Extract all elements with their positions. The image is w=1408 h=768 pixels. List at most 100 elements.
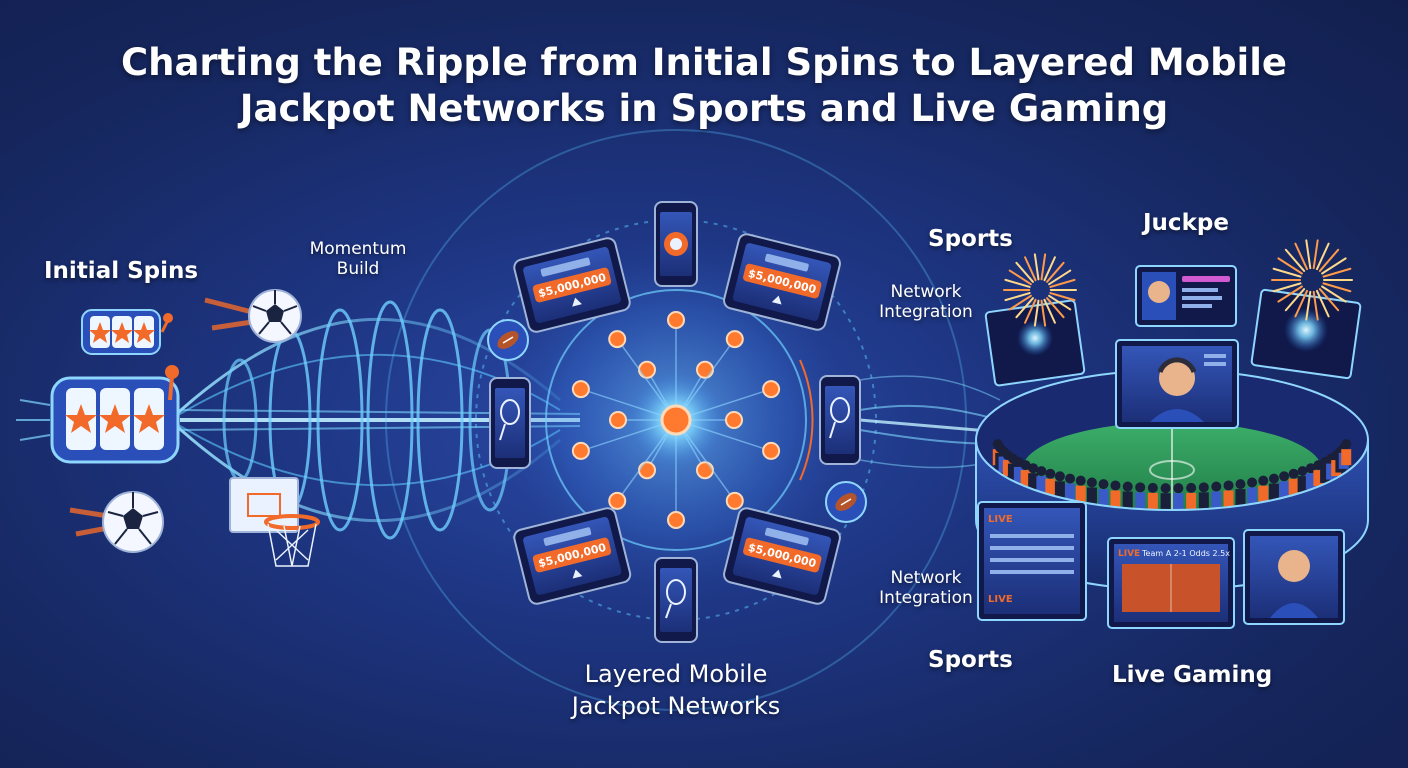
crowd-fan <box>1075 475 1086 486</box>
crowd-fan-body <box>1279 481 1290 498</box>
football-icon <box>825 481 867 523</box>
crowd-fan <box>1288 468 1299 479</box>
crowd-fan-body <box>1258 485 1269 502</box>
crowd-fan-body <box>1247 487 1258 504</box>
firework-spark <box>1305 239 1312 270</box>
firework-spark <box>1040 299 1047 327</box>
page-title: Charting the Ripple from Initial Spins t… <box>0 40 1408 132</box>
firework-spark <box>1008 269 1032 286</box>
crowd-fan <box>1054 471 1065 482</box>
network-node <box>667 511 685 529</box>
crowd-fan-body <box>1002 460 1013 477</box>
network-node <box>571 441 590 460</box>
crowd-fan-body <box>1288 478 1299 495</box>
label-network-integration-top: Network Integration <box>870 282 982 322</box>
firework-spark <box>1015 297 1034 319</box>
firework-spark <box>1315 289 1330 318</box>
network-node <box>638 461 656 480</box>
label-momentum-line2: Build <box>336 259 380 279</box>
crowd-fan-body <box>1326 463 1337 480</box>
crowd-fan-body <box>1268 483 1279 500</box>
crowd-fan <box>1065 473 1076 484</box>
firework-spark <box>1049 292 1076 302</box>
crowd-fan <box>1110 480 1121 491</box>
network-node <box>725 411 743 429</box>
crowd-fan <box>1258 475 1269 486</box>
crowd-fan <box>1198 482 1209 493</box>
soccer-ball-icon <box>204 289 302 343</box>
phone-top <box>654 201 698 287</box>
network-node <box>609 411 627 429</box>
network-node <box>725 330 744 349</box>
crowd-fan <box>1135 482 1146 493</box>
crowd-fan <box>1028 463 1039 474</box>
firework-spark <box>1277 257 1303 275</box>
phone-bottom <box>654 557 698 643</box>
network-nodes <box>571 311 781 529</box>
firework-spark <box>1318 288 1340 312</box>
firework-spark <box>1305 290 1312 321</box>
firework-spark <box>1008 294 1032 311</box>
crowd-fan-body <box>1122 491 1133 508</box>
fireworks-screen-right <box>1250 288 1362 380</box>
crowd-fan <box>1223 480 1234 491</box>
host-screen-top <box>1135 265 1237 327</box>
firework-spark <box>1277 285 1303 303</box>
firework-spark <box>1048 294 1072 311</box>
firework-spark <box>1272 267 1302 278</box>
firework-spark <box>1284 248 1306 272</box>
firework-spark <box>1272 282 1302 293</box>
scoreboard-center: LIVE Team A 2-1 Odds 2.5x <box>1107 537 1235 629</box>
crowd-fan-body <box>1313 470 1324 487</box>
crowd-fan-body <box>1211 491 1222 508</box>
label-network-top-line1: Network <box>890 282 962 302</box>
slot-machine-large <box>16 365 180 464</box>
crowd-fan-body <box>1135 492 1146 509</box>
title-line-1: Charting the Ripple from Initial Spins t… <box>120 41 1288 84</box>
jackpot-tablet-bottom-left: $5,000,000 <box>513 507 632 605</box>
phone-right <box>819 375 861 465</box>
firework-spark <box>1322 267 1352 278</box>
firework-spark <box>1322 282 1352 293</box>
crowd-fan-body <box>1045 478 1056 495</box>
crowd-fan <box>1268 473 1279 484</box>
crowd-fan-body <box>1320 466 1331 483</box>
crowd-fan-body <box>1235 489 1246 506</box>
crowd-fan-body <box>1173 493 1184 510</box>
crowd-fan-body <box>1065 483 1076 500</box>
network-node <box>762 380 781 399</box>
host-screen-center <box>1115 339 1239 429</box>
firework-spark <box>1312 239 1319 270</box>
jackpot-tablet-top-left: $5,000,000 <box>513 237 631 333</box>
crowd-fan-body <box>1160 493 1171 510</box>
phone-left <box>489 377 531 469</box>
crowd-fan-body <box>1013 466 1024 483</box>
crowd-fan-body <box>1186 492 1197 509</box>
network-node <box>667 311 685 329</box>
firework-spark <box>1294 289 1309 318</box>
crowd-fan <box>1297 466 1308 477</box>
basketball-hoop-icon <box>229 477 320 567</box>
crowd-fan <box>1186 482 1197 493</box>
crowd-fan-body <box>1075 485 1086 502</box>
crowd-fan <box>1173 483 1184 494</box>
firework-spark <box>1046 261 1065 283</box>
jackpot-tablet-top-right: $5,000,000 <box>723 233 841 331</box>
network-node <box>608 330 627 349</box>
crowd-fan-body <box>1054 481 1065 498</box>
crowd-fan <box>1279 471 1290 482</box>
label-sports-top: Sports <box>928 226 1013 252</box>
label-layered-networks: Layered Mobile Jackpot Networks <box>548 658 804 722</box>
crowd-fan-body <box>1297 476 1308 493</box>
firework-spark <box>1033 253 1040 281</box>
circuit-line <box>675 338 736 421</box>
football-icon <box>487 319 529 361</box>
label-live-gaming: Live Gaming <box>1112 662 1273 688</box>
network-node <box>638 360 656 379</box>
crowd-fan-body <box>1098 489 1109 506</box>
circuit-line <box>675 419 772 452</box>
title-line-2: Jackpot Networks in Sports and Live Gami… <box>239 87 1169 130</box>
score-line: Team A 2-1 Odds 2.5x <box>1141 549 1230 558</box>
firework-spark <box>1321 257 1347 275</box>
